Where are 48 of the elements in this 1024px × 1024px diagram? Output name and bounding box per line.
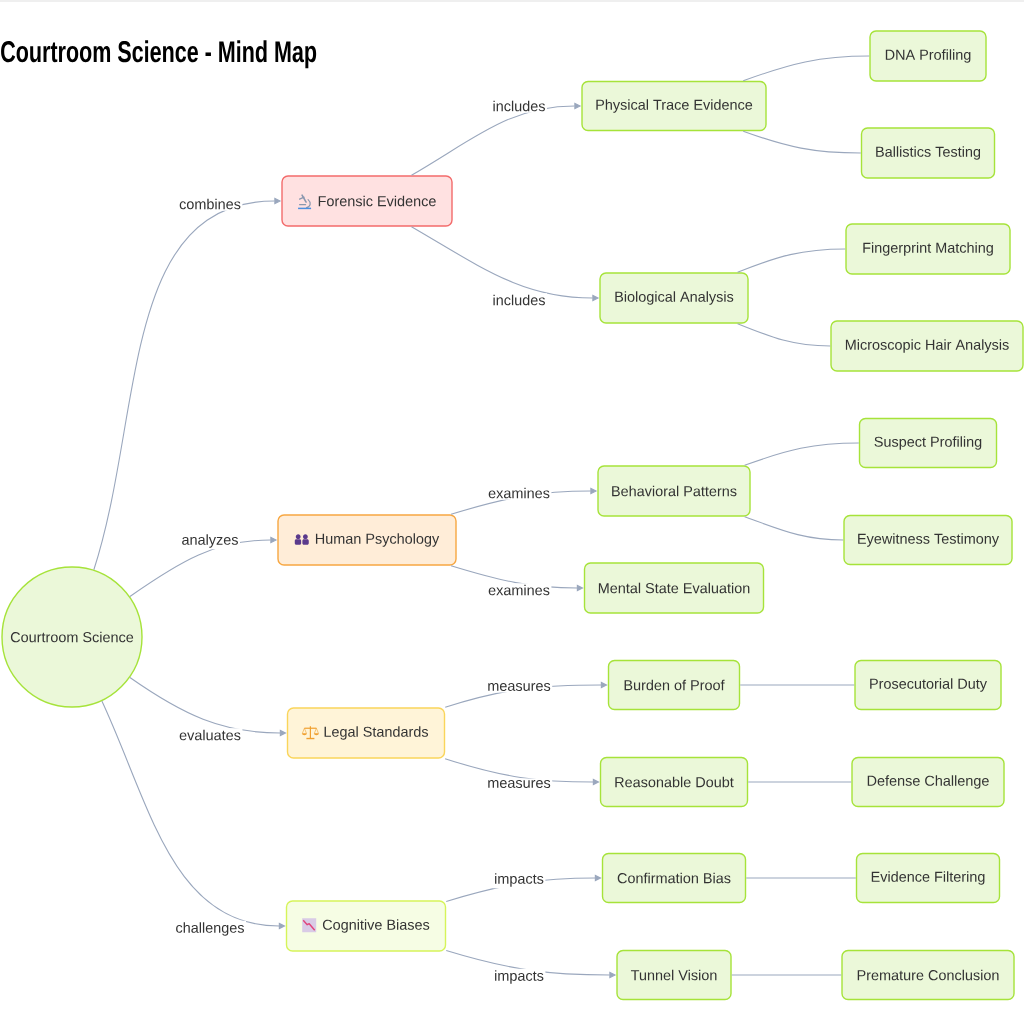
- branch-box: Legal Standards: [286, 707, 446, 759]
- topic-box: Ballistics Testing: [860, 127, 996, 179]
- edge-label: measures: [485, 778, 553, 790]
- topic-box: Evidence Filtering: [855, 852, 1001, 904]
- edge-label: impacts: [492, 968, 546, 986]
- edge-label: examines: [486, 583, 552, 597]
- connector-line: [737, 323, 831, 347]
- edge-label: measures: [485, 681, 553, 693]
- topic-box: Prosecutorial Duty: [854, 659, 1002, 711]
- connector-line: [744, 442, 860, 466]
- branch-box: Human Psychology: [277, 514, 457, 566]
- topic-box: Fingerprint Matching: [845, 223, 1011, 275]
- topic-box: Behavioral Patterns: [597, 465, 751, 517]
- topic-box: Mental State Evaluation: [583, 562, 765, 614]
- connector-line: [737, 248, 846, 273]
- topic-box: Premature Conclusion: [841, 949, 1015, 1001]
- topic-box: Reasonable Doubt: [599, 756, 749, 808]
- topic-box: DNA Profiling: [869, 30, 987, 82]
- connector-line: [744, 516, 844, 541]
- topic-box: Tunnel Vision: [616, 949, 732, 1001]
- topic-box: Burden of Proof: [607, 659, 741, 711]
- connector-line: [742, 55, 870, 82]
- topic-box: Eyewitness Testimony: [843, 514, 1013, 566]
- edge-label: includes: [491, 99, 547, 113]
- connector-line: [745, 877, 857, 879]
- edge-label: combines: [177, 197, 243, 211]
- branch-box: Cognitive Biases: [285, 900, 447, 952]
- topic-box: Suspect Profiling: [858, 417, 998, 469]
- edge-label: evaluates: [177, 728, 243, 742]
- topic-box: Confirmation Bias: [601, 852, 747, 904]
- topic-box: Defense Challenge: [851, 756, 1005, 808]
- edge-label: analyzes: [180, 532, 240, 550]
- edge-label: challenges: [173, 920, 247, 938]
- edge-label: examines: [486, 486, 552, 500]
- connector-line: [747, 781, 852, 783]
- branch-box: Forensic Evidence: [281, 175, 453, 227]
- edge-label: includes: [491, 293, 547, 307]
- arrow: [101, 700, 286, 930]
- arrow: [444, 758, 600, 786]
- topic-box: Biological Analysis: [599, 272, 749, 324]
- topic-box: Physical Trace Evidence: [581, 80, 767, 132]
- connector-line: [742, 130, 862, 154]
- connector-line: [739, 684, 855, 686]
- edge-label: impacts: [492, 871, 546, 889]
- arrow: [129, 677, 287, 737]
- topic-box: Microscopic Hair Analysis: [830, 320, 1024, 372]
- connector-line: [731, 974, 842, 976]
- title: Courtroom Science - Mind Map: [1, 40, 317, 69]
